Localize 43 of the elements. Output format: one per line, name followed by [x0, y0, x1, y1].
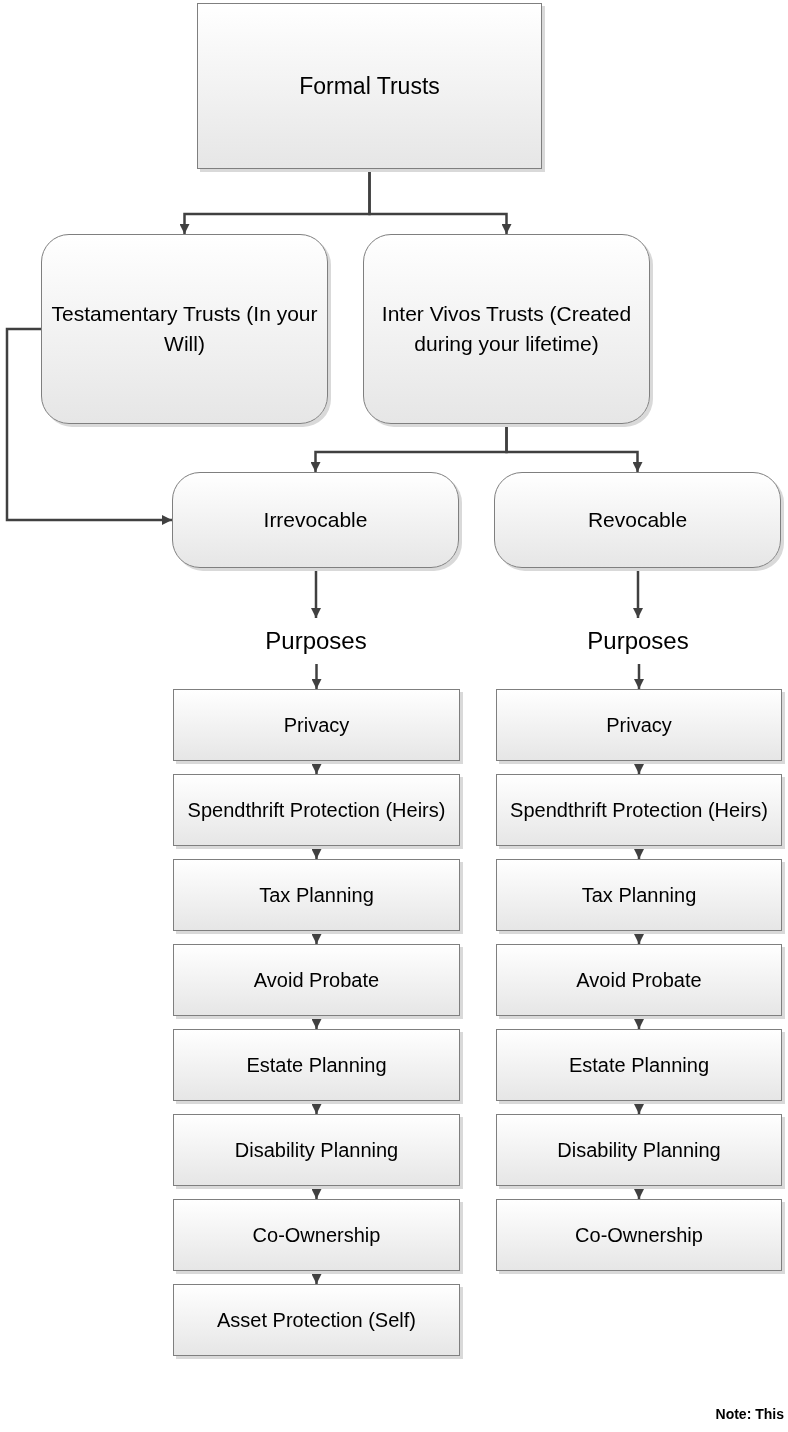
arrow — [311, 846, 322, 859]
arrow — [633, 568, 643, 618]
rounded-box: Testamentary Trusts (In your Will) — [41, 234, 328, 424]
arrow — [505, 424, 643, 472]
arrow — [311, 761, 322, 774]
arrow — [311, 1016, 322, 1029]
arrow — [634, 1016, 644, 1029]
process-box: Avoid Probate — [496, 944, 782, 1016]
process-box: Disability Planning — [496, 1114, 782, 1186]
rounded-box: Revocable — [494, 472, 781, 568]
node-text: Purposes — [568, 618, 708, 664]
arrow — [5, 327, 172, 525]
arrow — [634, 846, 644, 859]
process-box: Tax Planning — [496, 859, 782, 931]
node-text: Purposes — [246, 618, 386, 664]
arrow — [634, 664, 644, 689]
process-box: Privacy — [496, 689, 782, 761]
arrow — [634, 1186, 644, 1199]
arrow — [368, 169, 512, 234]
arrow — [311, 931, 322, 944]
rounded-box: Inter Vivos Trusts (Created during your lifetime) — [363, 234, 650, 424]
arrow — [634, 761, 644, 774]
process-box: Spendthrift Protection (Heirs) — [496, 774, 782, 846]
process-box: Estate Planning — [496, 1029, 782, 1101]
process-box: Estate Planning — [173, 1029, 460, 1101]
arrow — [311, 1101, 322, 1114]
process-box: Privacy — [173, 689, 460, 761]
process-box: Formal Trusts — [197, 3, 542, 169]
process-box: Avoid Probate — [173, 944, 460, 1016]
arrow — [311, 1271, 322, 1284]
process-box: Co-Ownership — [173, 1199, 460, 1271]
process-box: Co-Ownership — [496, 1199, 782, 1271]
arrow — [311, 664, 322, 689]
process-box: Asset Protection (Self) — [173, 1284, 460, 1356]
process-box: Tax Planning — [173, 859, 460, 931]
rounded-box: Irrevocable — [172, 472, 459, 568]
process-box: Disability Planning — [173, 1114, 460, 1186]
arrow — [311, 568, 321, 618]
process-box: Spendthrift Protection (Heirs) — [173, 774, 460, 846]
arrow — [634, 1101, 644, 1114]
note-text: Note: This — [715, 1405, 784, 1424]
arrow — [634, 931, 644, 944]
arrow — [311, 1186, 322, 1199]
